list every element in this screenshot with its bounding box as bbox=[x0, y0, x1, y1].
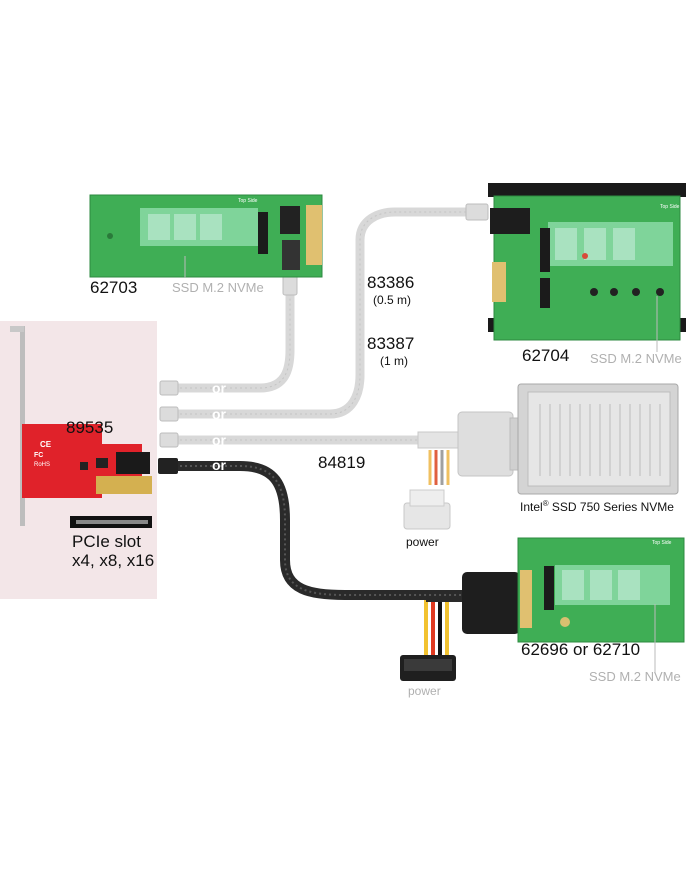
top-side-text-62696: Top Side bbox=[652, 540, 672, 546]
board-62696 bbox=[517, 537, 685, 643]
or-label-3: or bbox=[212, 432, 226, 448]
grey-plug-1 bbox=[159, 380, 179, 396]
pcie-card-89535 bbox=[10, 326, 152, 526]
ssd-m2-label-62703: SSD M.2 NVMe bbox=[172, 280, 264, 295]
product-62704-label: 62704 bbox=[522, 346, 570, 365]
intel-ssd-label: Intel® SSD 750 Series NVMe bbox=[520, 499, 674, 514]
grey-plug-62703 bbox=[282, 274, 298, 296]
card-rohs-mark: RoHS bbox=[34, 462, 51, 468]
cable-83386-label: 83386 bbox=[367, 273, 415, 292]
grey-u2-connector bbox=[403, 411, 521, 530]
top-side-text-62703: Top Side bbox=[238, 198, 258, 204]
pcie-slot-icon bbox=[70, 516, 152, 528]
or-label-4: or bbox=[212, 457, 226, 473]
black-plug bbox=[158, 458, 178, 474]
ssd-m2-label-62696: SSD M.2 NVMe bbox=[589, 669, 681, 684]
cable-83387-label: 83387 bbox=[367, 334, 415, 353]
grey-plug-62704 bbox=[465, 203, 489, 221]
cable-83386-to-62704 bbox=[170, 207, 475, 419]
black-cable bbox=[158, 458, 475, 600]
grey-power-plug bbox=[403, 502, 451, 530]
card-fc-mark: FC bbox=[34, 452, 44, 459]
power-label-62696: power bbox=[408, 684, 441, 698]
cable-83387-length: (1 m) bbox=[380, 354, 408, 368]
or-label-1: or bbox=[212, 380, 226, 396]
grey-plug-3 bbox=[159, 432, 179, 448]
board-62704 bbox=[488, 183, 686, 341]
card-ce-mark: CE bbox=[40, 440, 52, 449]
pcie-slot-label: PCIe slot bbox=[72, 532, 141, 551]
or-label-2: or bbox=[212, 406, 226, 422]
intel-ssd bbox=[517, 383, 679, 495]
cable-to-62703 bbox=[170, 285, 295, 393]
top-side-text-62704: Top Side bbox=[660, 204, 680, 210]
cable-83386-length: (0.5 m) bbox=[373, 293, 412, 307]
ssd-m2-label-62704: SSD M.2 NVMe bbox=[590, 351, 682, 366]
black-u2-connector bbox=[400, 572, 528, 681]
product-62696-label: 62696 or 62710 bbox=[521, 640, 641, 659]
board-62703 bbox=[89, 194, 323, 278]
power-label-intel: power bbox=[406, 535, 439, 549]
grey-plug-2 bbox=[159, 406, 179, 422]
intel-ssd-fins bbox=[539, 404, 661, 476]
product-89535-label: 89535 bbox=[66, 418, 114, 437]
product-62703-label: 62703 bbox=[90, 278, 138, 297]
pcie-slot-sizes: x4, x8, x16 bbox=[72, 551, 155, 570]
cable-84819-label: 84819 bbox=[318, 453, 366, 472]
